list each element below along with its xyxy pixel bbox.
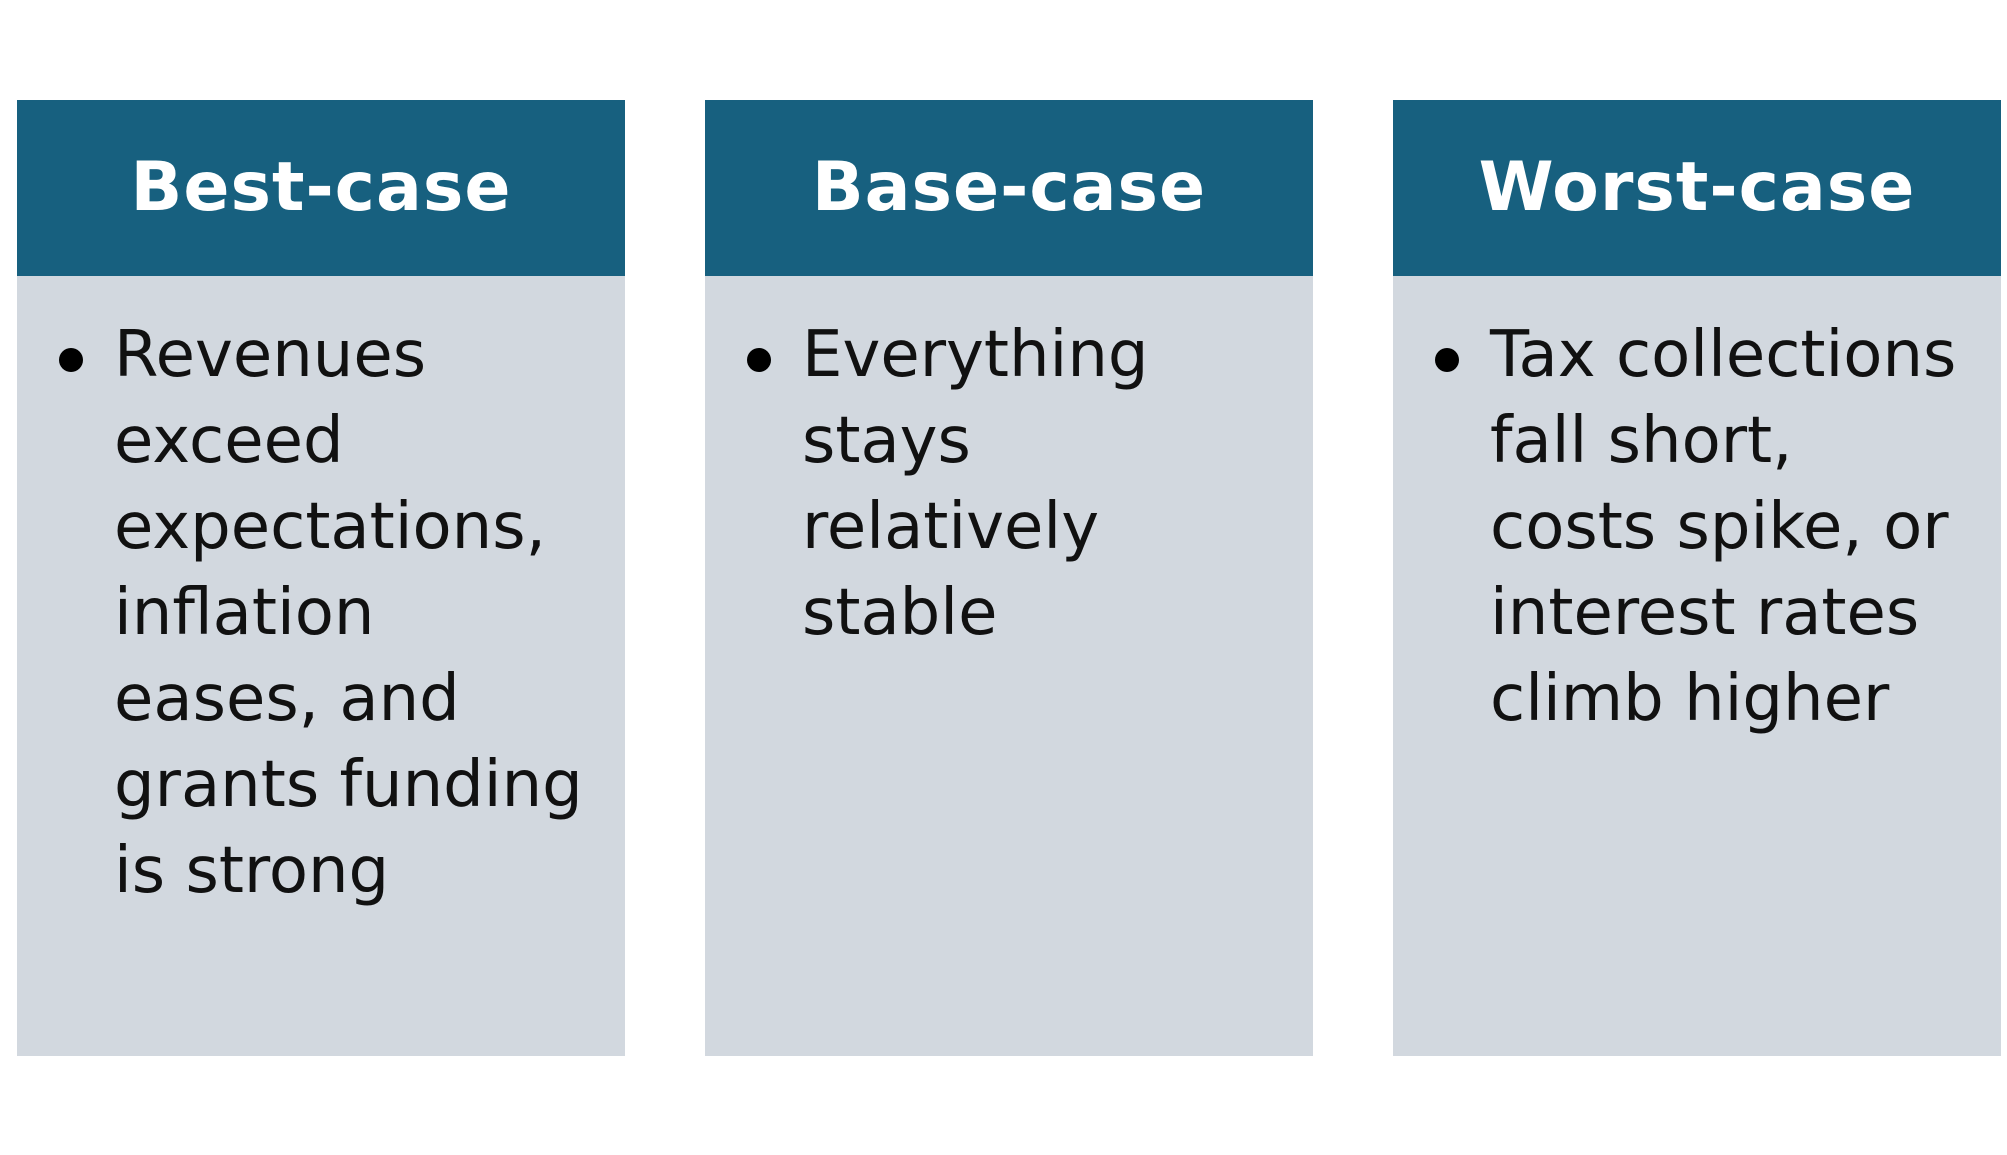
card-header: Base-case bbox=[705, 100, 1313, 276]
bullet-text: Tax collections fall short, costs spike,… bbox=[1490, 318, 1957, 736]
card-header: Worst-case bbox=[1393, 100, 2001, 276]
scenario-card-base: Base-case Everything stays relatively st… bbox=[705, 100, 1313, 1056]
card-body: Everything stays relatively stable bbox=[705, 276, 1313, 656]
card-header: Best-case bbox=[17, 100, 625, 276]
card-body: Tax collections fall short, costs spike,… bbox=[1393, 276, 2001, 742]
bullet-text: Revenues exceed expectations, inflation … bbox=[114, 318, 583, 908]
bullet-icon bbox=[747, 348, 771, 372]
card-title: Base-case bbox=[811, 148, 1207, 227]
bullet-icon bbox=[59, 348, 83, 372]
card-title: Worst-case bbox=[1478, 148, 1916, 227]
bullet-text: Everything stays relatively stable bbox=[802, 318, 1149, 650]
bullet-icon bbox=[1435, 348, 1459, 372]
scenario-card-best: Best-case Revenues exceed expectations, … bbox=[17, 100, 625, 1056]
scenario-card-worst: Worst-case Tax collections fall short, c… bbox=[1393, 100, 2001, 1056]
card-title: Best-case bbox=[130, 148, 512, 227]
card-body: Revenues exceed expectations, inflation … bbox=[17, 276, 625, 914]
